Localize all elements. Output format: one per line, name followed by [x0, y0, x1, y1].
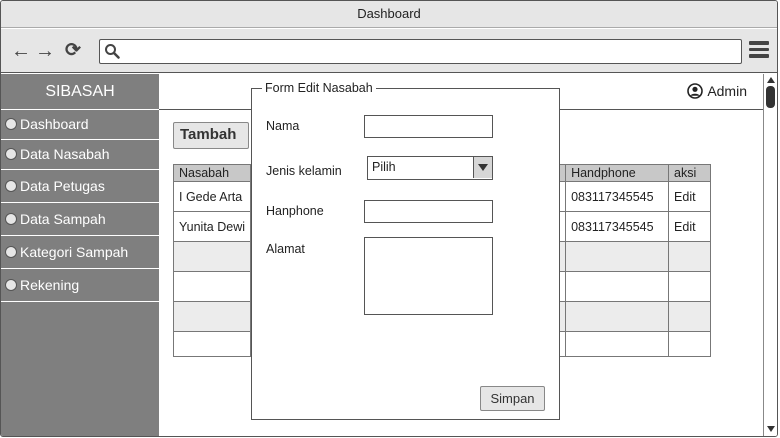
gender-label: Jenis kelamin — [266, 164, 342, 178]
cell — [173, 301, 251, 332]
address-bar[interactable] — [99, 39, 742, 64]
dropdown-button[interactable] — [473, 157, 492, 178]
cell — [668, 331, 711, 357]
bullet-icon — [5, 246, 17, 258]
edit-nasabah-form: Form Edit Nasabah Nama Jenis kelamin Pil… — [251, 81, 560, 420]
cell-nasabah: I Gede Arta — [173, 181, 251, 212]
cell — [668, 241, 711, 272]
sidebar-item-label: Rekening — [20, 277, 80, 293]
user-name: Admin — [707, 83, 747, 99]
sidebar-item-data-petugas[interactable]: Data Petugas — [1, 170, 159, 203]
cell-handphone: 083117345545 — [565, 211, 670, 242]
nama-field[interactable] — [364, 115, 493, 138]
sidebar-item-label: Dashboard — [20, 116, 89, 132]
sidebar-item-data-sampah[interactable]: Data Sampah — [1, 203, 159, 236]
phone-field[interactable] — [364, 200, 493, 223]
form-title: Form Edit Nasabah — [262, 81, 376, 95]
sidebar-item-label: Data Petugas — [20, 178, 105, 194]
bullet-icon — [5, 279, 17, 291]
menu-icon[interactable] — [749, 41, 769, 59]
column-header: aksi — [668, 164, 711, 182]
sidebar-item-label: Kategori Sampah — [20, 244, 129, 260]
add-button[interactable]: Tambah — [173, 122, 249, 149]
forward-arrow-icon[interactable]: → — [35, 40, 55, 62]
app-logo-title: SIBASAH — [1, 74, 159, 110]
search-icon — [105, 44, 120, 59]
back-arrow-icon[interactable]: ← — [11, 40, 31, 62]
scroll-down-arrow-icon[interactable] — [767, 426, 775, 432]
cell — [173, 241, 251, 272]
user-avatar-icon — [687, 83, 704, 99]
window-title: Dashboard — [357, 6, 421, 21]
sidebar-item-label: Data Sampah — [20, 211, 106, 227]
edit-link[interactable]: Edit — [668, 211, 711, 242]
cell — [565, 301, 670, 332]
save-button[interactable]: Simpan — [480, 386, 545, 411]
scroll-up-arrow-icon[interactable] — [767, 77, 775, 83]
alamat-label: Alamat — [266, 242, 305, 256]
sidebar-item-rekening[interactable]: Rekening — [1, 269, 159, 302]
cell — [565, 241, 670, 272]
window-titlebar: Dashboard — [1, 1, 777, 28]
edit-link[interactable]: Edit — [668, 181, 711, 212]
browser-toolbar: ← → ⟳ — [1, 29, 777, 73]
nama-label: Nama — [266, 119, 300, 133]
gender-selected-value: Pilih — [372, 160, 396, 174]
cell-nasabah: Yunita Dewi — [173, 211, 251, 242]
bullet-icon — [5, 148, 17, 160]
gender-select[interactable]: Pilih — [367, 156, 493, 180]
cell — [173, 331, 251, 357]
sidebar-item-label: Data Nasabah — [20, 146, 110, 162]
bullet-icon — [5, 180, 17, 192]
cell-handphone: 083117345545 — [565, 181, 670, 212]
sidebar-item-kategori-sampah[interactable]: Kategori Sampah — [1, 236, 159, 269]
column-header: Nasabah — [173, 164, 251, 182]
bullet-icon — [5, 118, 17, 130]
alamat-field[interactable] — [364, 237, 493, 315]
chevron-down-icon — [478, 164, 488, 171]
column-header: Handphone — [565, 164, 670, 182]
sidebar: SIBASAH Dashboard Data Nasabah Data Petu… — [1, 74, 159, 436]
phone-label: Hanphone — [266, 204, 324, 218]
cell — [565, 271, 670, 302]
vertical-scrollbar[interactable] — [763, 74, 777, 436]
url-input[interactable] — [122, 42, 732, 60]
cell — [668, 271, 711, 302]
bullet-icon — [5, 213, 17, 225]
cell — [565, 331, 670, 357]
user-menu[interactable]: Admin — [687, 83, 747, 99]
sidebar-item-data-nasabah[interactable]: Data Nasabah — [1, 140, 159, 170]
cell — [173, 271, 251, 302]
sidebar-item-dashboard[interactable]: Dashboard — [1, 110, 159, 140]
cell — [668, 301, 711, 332]
reload-icon[interactable]: ⟳ — [65, 40, 81, 61]
scroll-thumb[interactable] — [766, 86, 775, 108]
